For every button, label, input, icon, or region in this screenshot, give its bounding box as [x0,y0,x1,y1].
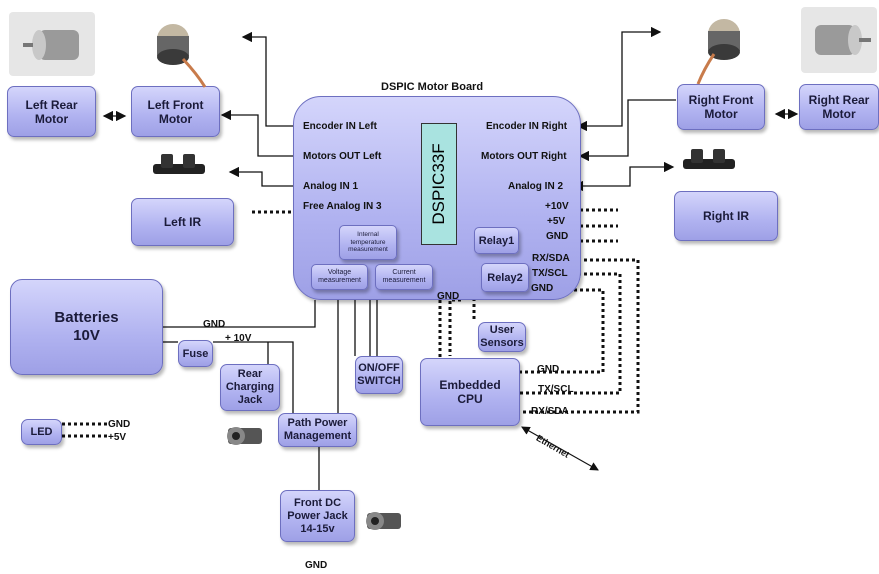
left-rear-motor-photo [9,12,95,76]
front-jack-photo [361,503,407,539]
port-rx-sda: RX/SDA [532,253,570,264]
dspic-chip: DSPIC33F [421,123,457,245]
led-gnd-label: GND [108,419,131,430]
left-rear-motor-box: Left Rear Motor [7,86,96,137]
relay2-box: Relay2 [481,263,529,292]
relay1-box: Relay1 [474,227,519,254]
port-tx-scl: TX/SCL [532,268,568,279]
fuse-box: Fuse [178,340,213,367]
port-10v: +10V [545,201,569,212]
led-box: LED [21,419,62,445]
voltage-measurement-box: Voltage measurement [311,264,368,290]
cpu-rx-label: RX/SDA [531,406,569,417]
batteries-10v-label: + 10V [225,333,252,344]
front-jack-gnd-label: GND [305,560,328,571]
right-rear-motor-photo [801,7,877,73]
chip-label: DSPIC33F [429,143,448,225]
onoff-switch-box: ON/OFF SWITCH [355,356,403,394]
user-sensors-box: User Sensors [478,322,526,352]
right-ir-box: Right IR [674,191,778,241]
right-front-motor-photo [694,9,756,86]
port-analog1: Analog IN 1 [303,181,359,192]
port-motors-right: Motors OUT Right [481,151,567,162]
port-encoder-left: Encoder IN Left [303,121,377,132]
batteries-gnd-label: GND [203,319,226,330]
left-ir-sensor-photo [149,150,209,186]
right-front-motor-box: Right Front Motor [677,84,765,130]
board-title: DSPIC Motor Board [381,81,484,93]
left-front-motor-box: Left Front Motor [131,86,220,137]
port-analog2: Analog IN 2 [508,181,564,192]
left-ir-box: Left IR [131,198,234,246]
front-dc-power-jack-box: Front DC Power Jack 14-15v [280,490,355,542]
embedded-cpu-box: Embedded CPU [420,358,520,426]
current-measurement-box: Current measurement [375,264,433,290]
right-ir-sensor-photo [679,145,739,181]
port-encoder-right: Encoder IN Right [486,121,568,132]
path-power-management-box: Path Power Management [278,413,357,447]
rear-jack-photo [222,418,268,454]
port-gnd-bottom: GND [437,291,460,302]
cpu-tx-label: TX/SCL [538,384,574,395]
led-5v-label: +5V [108,432,127,443]
rear-charging-jack-box: Rear Charging Jack [220,364,280,411]
left-front-motor-photo [149,14,207,89]
internal-temp-box: Internal temperature measurement [339,225,397,260]
cpu-gnd-label: GND [537,364,560,375]
port-gnd-right2: GND [531,283,554,294]
port-free-analog3: Free Analog IN 3 [303,201,382,212]
port-5v: +5V [547,216,566,227]
right-rear-motor-box: Right Rear Motor [799,84,879,130]
port-motors-left: Motors OUT Left [303,151,382,162]
batteries-box: Batteries 10V [10,279,163,375]
port-gnd-right: GND [546,231,569,242]
